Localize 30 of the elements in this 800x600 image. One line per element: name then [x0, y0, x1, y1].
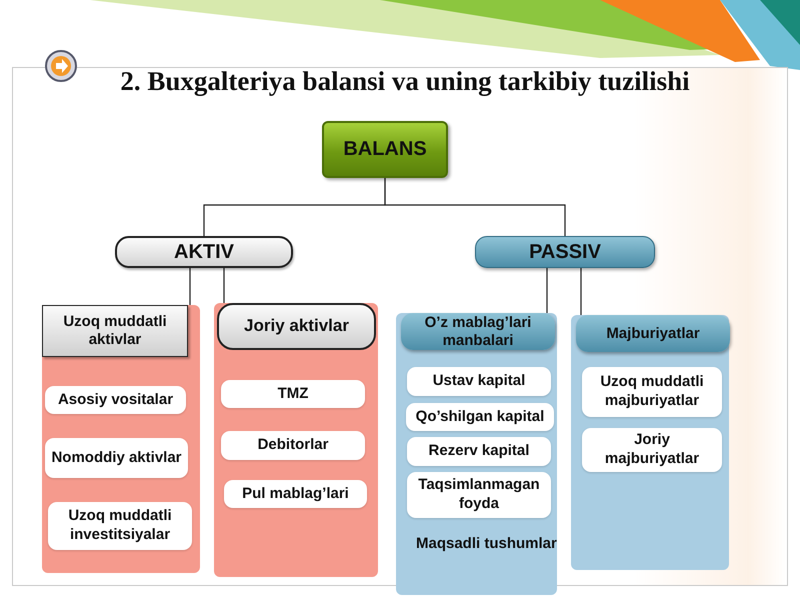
column-header: O’z mablag’lari manbalari [401, 313, 555, 350]
slide-title: 2. Buxgalteriya balansi va uning tarkibiy tuzilishi [119, 66, 691, 97]
column-panel [214, 303, 378, 577]
column-header: Majburiyatlar [576, 315, 730, 352]
item-box: Ustav kapital [407, 367, 551, 396]
connector-line [223, 268, 225, 303]
item-box: Rezerv kapital [407, 437, 551, 466]
column-header: Uzoq muddatli aktivlar [42, 305, 188, 357]
column-panel [42, 305, 200, 573]
column-header: Joriy aktivlar [217, 303, 376, 350]
column-panel [396, 313, 557, 595]
column-panel [571, 315, 729, 570]
category-pill: PASSIV [475, 236, 655, 268]
item-box: Nomoddiy aktivlar [45, 438, 188, 478]
note-text: Maqsadli tushumlar [416, 535, 557, 552]
item-box: Pul mablag’lari [224, 480, 367, 508]
connector-line [189, 268, 191, 305]
item-box: Asosiy vositalar [45, 386, 186, 414]
item-box: Taqsimlanmagan foyda [407, 472, 551, 518]
item-box: Uzoq muddatli investitsiyalar [48, 502, 192, 550]
item-box: Joriy majburiyatlar [582, 428, 722, 472]
item-box: TMZ [221, 380, 365, 408]
connector-line [384, 178, 566, 236]
item-box: Debitorlar [221, 431, 365, 460]
item-box: Uzoq muddatli majburiyatlar [582, 367, 722, 417]
root-box: BALANS [322, 121, 448, 178]
connector-line [546, 268, 548, 313]
item-box: Qo’shilgan kapital [406, 403, 554, 431]
connector-line [580, 268, 582, 315]
category-pill: AKTIV [115, 236, 293, 268]
